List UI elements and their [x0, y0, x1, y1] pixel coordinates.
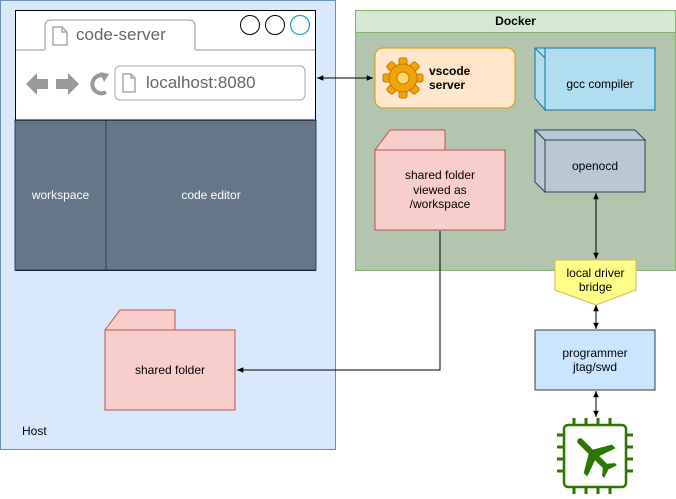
window-button-1[interactable] — [240, 15, 260, 35]
docker-shared-folder[interactable] — [374, 129, 506, 231]
workspace-label: workspace — [31, 187, 90, 202]
url-text[interactable]: localhost:8080 — [146, 73, 256, 92]
window-button-3[interactable] — [289, 14, 311, 36]
workspace-pane[interactable] — [14, 119, 107, 271]
host-shared-folder[interactable] — [104, 309, 236, 411]
gcc-compiler-cube[interactable] — [534, 47, 656, 112]
airplane-icon — [577, 438, 617, 478]
window-button-2[interactable] — [265, 15, 285, 35]
docker-shared-folder-label: shared folder viewed as /workspace — [404, 168, 476, 212]
openocd-label: openocd — [571, 158, 619, 173]
gear-icon — [382, 57, 424, 99]
url-bar[interactable] — [114, 65, 306, 101]
docker-title: Docker — [495, 14, 536, 29]
vscode-server-box[interactable] — [374, 47, 516, 109]
code-editor-pane[interactable] — [105, 119, 317, 271]
url-page-icon — [122, 73, 136, 93]
programmer-box[interactable] — [534, 329, 656, 391]
openocd-cube[interactable] — [533, 128, 647, 194]
forward-arrow-icon[interactable] — [56, 73, 79, 95]
local-driver-bridge[interactable] — [554, 259, 637, 306]
bridge-label: local driver bridge — [566, 265, 625, 294]
vscode-server-label: vscode server — [429, 64, 471, 93]
programmer-label: programmer jtag/swd — [562, 345, 628, 374]
tab-label[interactable]: code-server — [76, 25, 166, 44]
code-editor-label: code editor — [181, 187, 241, 202]
microcontroller-icon — [557, 418, 633, 494]
back-arrow-icon[interactable] — [26, 73, 48, 95]
refresh-icon[interactable] — [90, 72, 109, 96]
host-label: Host — [22, 424, 47, 438]
folder-mount-connector — [237, 231, 441, 373]
host-shared-folder-label: shared folder — [134, 362, 206, 377]
browser-tab[interactable] — [44, 19, 196, 50]
tab-page-icon — [52, 26, 68, 46]
gcc-compiler-label: gcc compiler — [566, 76, 634, 91]
